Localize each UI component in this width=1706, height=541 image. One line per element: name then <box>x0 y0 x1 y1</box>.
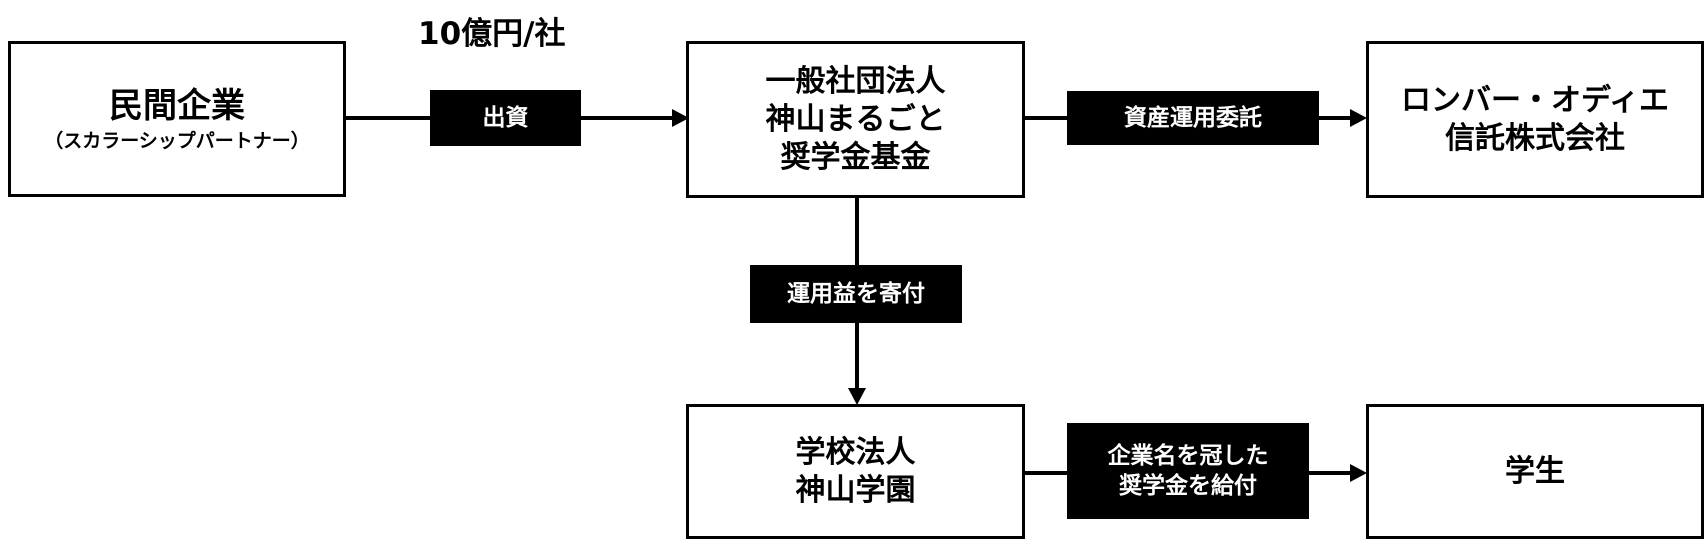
node-foundation: 一般社団法人 神山まるごと 奨学金基金 <box>686 41 1025 198</box>
company-title: 民間企業 <box>109 86 245 126</box>
edge-label-scholarship: 企業名を冠した 奨学金を給付 <box>1067 423 1309 519</box>
trust-line-2: 信託株式会社 <box>1445 120 1625 156</box>
edge-label-donation: 運用益を寄付 <box>750 265 962 323</box>
node-private-company: 民間企業 （スカラーシップパートナー） <box>8 41 346 197</box>
foundation-line-2: 神山まるごと <box>765 101 946 137</box>
school-line-2: 神山学園 <box>795 472 916 508</box>
node-school: 学校法人 神山学園 <box>686 404 1025 539</box>
student-title: 学生 <box>1505 453 1565 489</box>
edge-label-asset-management: 資産運用委託 <box>1067 91 1319 145</box>
edge-label-investment: 出資 <box>430 90 581 146</box>
foundation-line-1: 一般社団法人 <box>765 63 946 99</box>
arrow-head-student <box>1350 464 1367 482</box>
scholarship-line-2: 奨学金を給付 <box>1119 473 1257 499</box>
company-subtitle: （スカラーシップパートナー） <box>44 130 310 152</box>
arrow-head-trust <box>1350 109 1367 127</box>
trust-line-1: ロンバー・オディエ <box>1401 82 1669 118</box>
arrow-head-school <box>848 388 866 405</box>
scholarship-line-1: 企業名を冠した <box>1107 443 1269 469</box>
school-line-1: 学校法人 <box>795 434 916 470</box>
foundation-line-3: 奨学金基金 <box>780 139 931 175</box>
node-trust-company: ロンバー・オディエ 信託株式会社 <box>1366 41 1704 198</box>
investment-amount-label: 10億円/社 <box>418 16 566 52</box>
node-student: 学生 <box>1366 404 1704 539</box>
arrow-head-foundation <box>672 109 689 127</box>
